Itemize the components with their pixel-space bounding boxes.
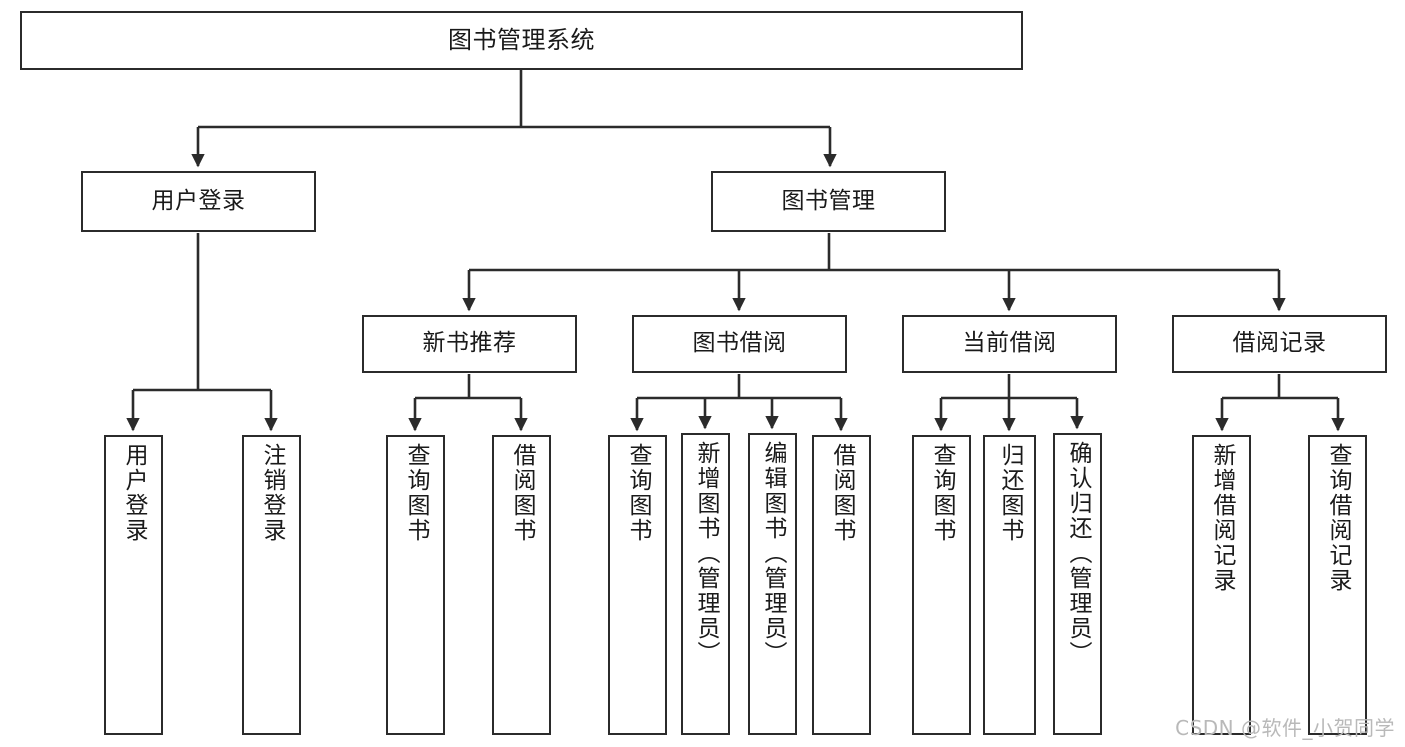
node-borrow-record-label: 借阅记录 xyxy=(1232,330,1327,357)
leaf-query-book-2[interactable]: 查询图书 xyxy=(608,435,667,735)
leaf-borrow-book-2-label: 借阅图书 xyxy=(829,443,855,543)
node-root[interactable]: 图书管理系统 xyxy=(20,11,1023,70)
leaf-query-book-1[interactable]: 查询图书 xyxy=(386,435,445,735)
leaf-add-book-label: 新增图书（管理员） xyxy=(693,441,719,666)
leaf-confirm-return[interactable]: 确认归还（管理员） xyxy=(1053,433,1102,735)
leaf-return-book[interactable]: 归还图书 xyxy=(983,435,1036,735)
leaf-query-record[interactable]: 查询借阅记录 xyxy=(1308,435,1367,735)
leaf-add-record[interactable]: 新增借阅记录 xyxy=(1192,435,1251,735)
leaf-user-logout-label: 注销登录 xyxy=(259,443,285,543)
node-borrow-record[interactable]: 借阅记录 xyxy=(1172,315,1387,373)
node-new-book-recommend-label: 新书推荐 xyxy=(422,330,517,357)
leaf-add-book[interactable]: 新增图书（管理员） xyxy=(681,433,730,735)
csdn-watermark: CSDN @软件_小贺同学 xyxy=(1175,716,1395,740)
leaf-query-record-label: 查询借阅记录 xyxy=(1325,443,1351,593)
node-new-book-recommend[interactable]: 新书推荐 xyxy=(362,315,577,373)
leaf-add-record-label: 新增借阅记录 xyxy=(1209,443,1235,593)
node-current-borrow-label: 当前借阅 xyxy=(962,330,1057,357)
leaf-user-login[interactable]: 用户登录 xyxy=(104,435,163,735)
leaf-confirm-return-label: 确认归还（管理员） xyxy=(1065,441,1091,666)
node-book-manage-label: 图书管理 xyxy=(781,187,876,214)
node-book-manage[interactable]: 图书管理 xyxy=(711,171,946,232)
leaf-borrow-book-2[interactable]: 借阅图书 xyxy=(812,435,871,735)
node-user-login-label: 用户登录 xyxy=(151,187,246,214)
leaf-borrow-book-1-label: 借阅图书 xyxy=(509,443,535,543)
leaf-user-logout[interactable]: 注销登录 xyxy=(242,435,301,735)
node-book-borrow[interactable]: 图书借阅 xyxy=(632,315,847,373)
node-current-borrow[interactable]: 当前借阅 xyxy=(902,315,1117,373)
node-book-borrow-label: 图书借阅 xyxy=(692,330,787,357)
leaf-query-book-2-label: 查询图书 xyxy=(625,443,651,543)
node-root-label: 图书管理系统 xyxy=(448,26,595,55)
leaf-query-book-1-label: 查询图书 xyxy=(403,443,429,543)
leaf-user-login-label: 用户登录 xyxy=(121,443,147,543)
leaf-edit-book-label: 编辑图书（管理员） xyxy=(760,441,786,666)
leaf-query-book-3-label: 查询图书 xyxy=(929,443,955,543)
leaf-return-book-label: 归还图书 xyxy=(997,443,1023,543)
leaf-edit-book[interactable]: 编辑图书（管理员） xyxy=(748,433,797,735)
node-user-login[interactable]: 用户登录 xyxy=(81,171,316,232)
leaf-query-book-3[interactable]: 查询图书 xyxy=(912,435,971,735)
leaf-borrow-book-1[interactable]: 借阅图书 xyxy=(492,435,551,735)
